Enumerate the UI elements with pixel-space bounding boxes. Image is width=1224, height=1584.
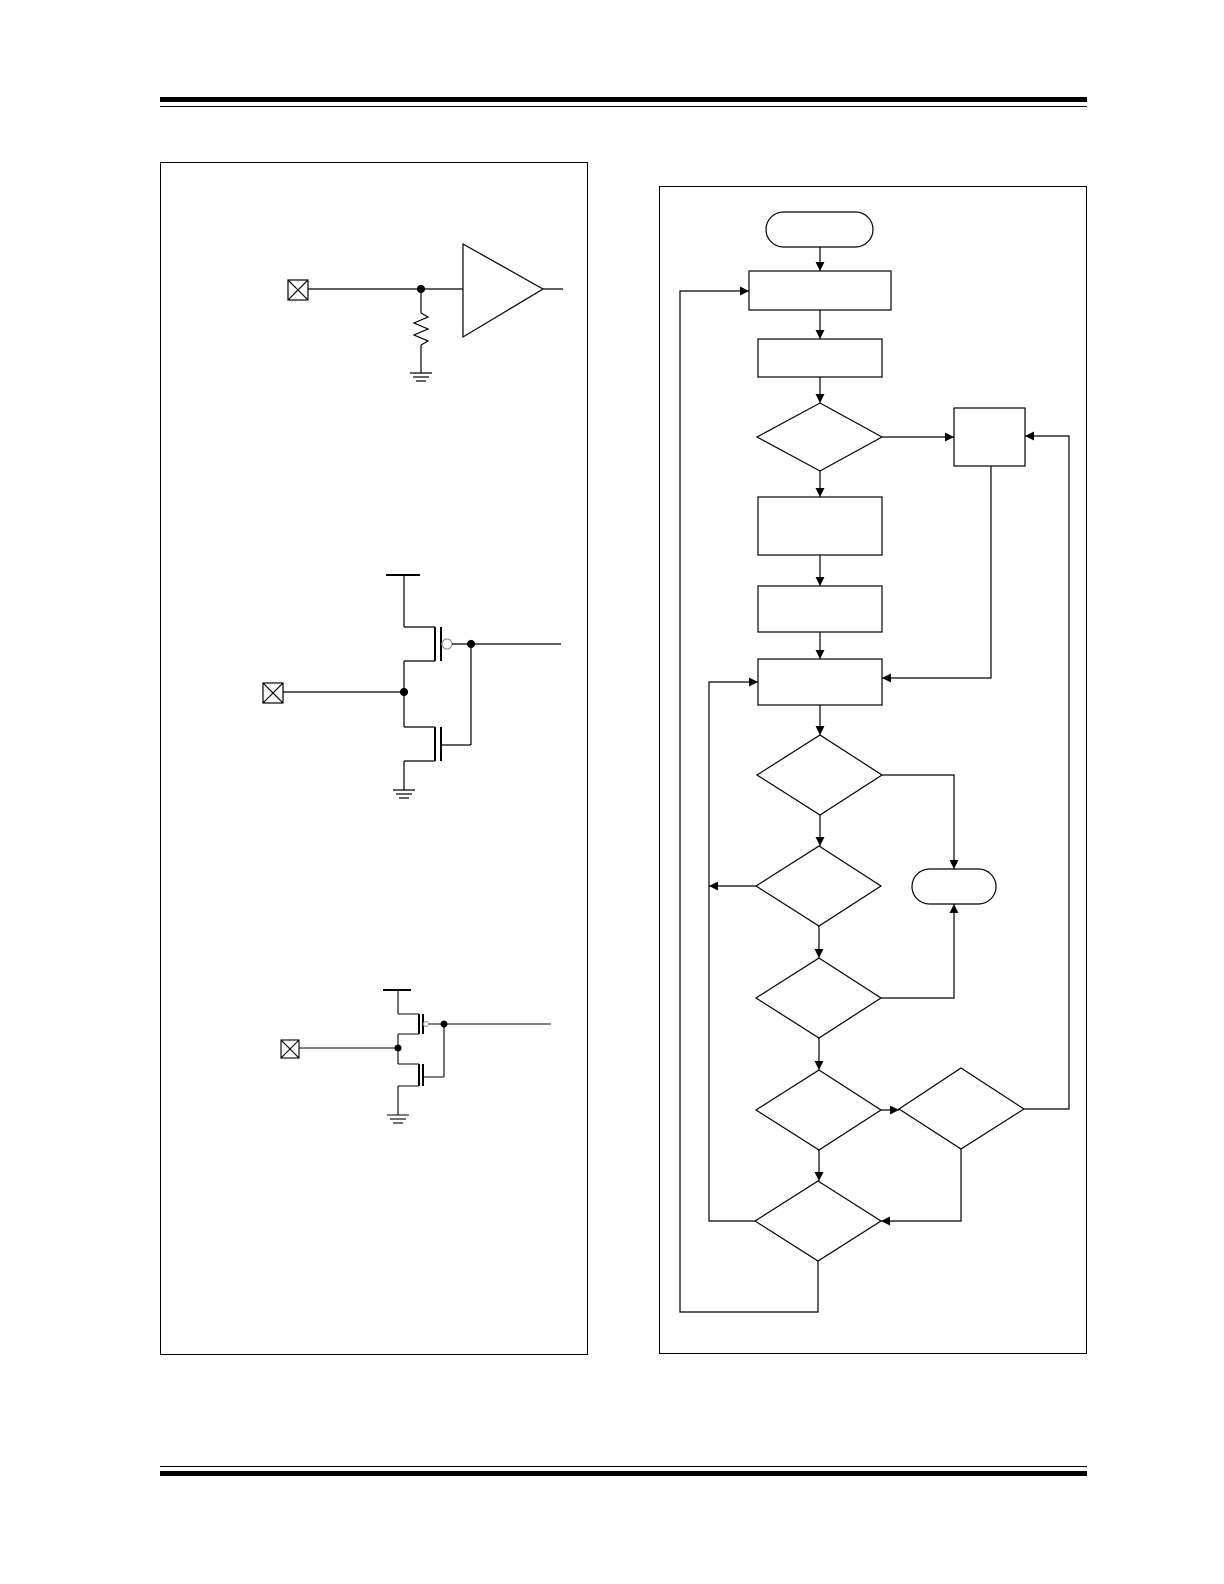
flow-process-box-2 — [757, 338, 883, 378]
footer-rule-thin — [160, 1466, 1087, 1467]
ground-icon — [387, 1114, 409, 1124]
flow-end-terminal — [911, 868, 997, 905]
pmos-bubble — [441, 638, 453, 650]
flow-decision-side — [897, 1067, 1026, 1150]
figure-cmos-inverter-large — [262, 574, 561, 799]
flowchart — [748, 211, 1026, 1262]
figure-input-buffer — [287, 242, 563, 382]
flow-decision-3 — [754, 845, 883, 927]
flow-process-box-5 — [757, 658, 883, 706]
flow-decision-1 — [755, 402, 884, 472]
header-rule-thin — [160, 106, 1087, 107]
header-rule-thick — [160, 97, 1087, 102]
ground-icon — [393, 789, 415, 799]
resistor — [412, 312, 430, 346]
flow-process-box-4 — [757, 585, 883, 633]
ground-icon — [410, 372, 432, 382]
footer-rule-thick — [160, 1471, 1087, 1476]
pmos-bubble — [422, 1020, 430, 1028]
flow-decision-2 — [755, 734, 884, 816]
figure-cmos-inverter-small — [280, 989, 551, 1124]
flow-process-box-3 — [757, 496, 883, 556]
input-junction-dot — [399, 687, 409, 697]
flow-decision-5 — [754, 1069, 883, 1151]
flow-decision-4 — [754, 957, 883, 1039]
flow-process-box-side — [953, 407, 1026, 467]
flow-decision-6 — [753, 1180, 883, 1262]
pad-x-icon — [262, 682, 284, 704]
left-panel-frame — [160, 162, 588, 1355]
buffer-triangle — [462, 242, 545, 339]
input-junction-dot — [394, 1044, 402, 1052]
flowchart-connectors — [679, 247, 1070, 1313]
flow-process-box-1 — [748, 270, 892, 311]
flow-start-terminal — [765, 211, 874, 248]
pad-x-icon — [280, 1039, 300, 1059]
pad-x-icon — [287, 279, 309, 301]
